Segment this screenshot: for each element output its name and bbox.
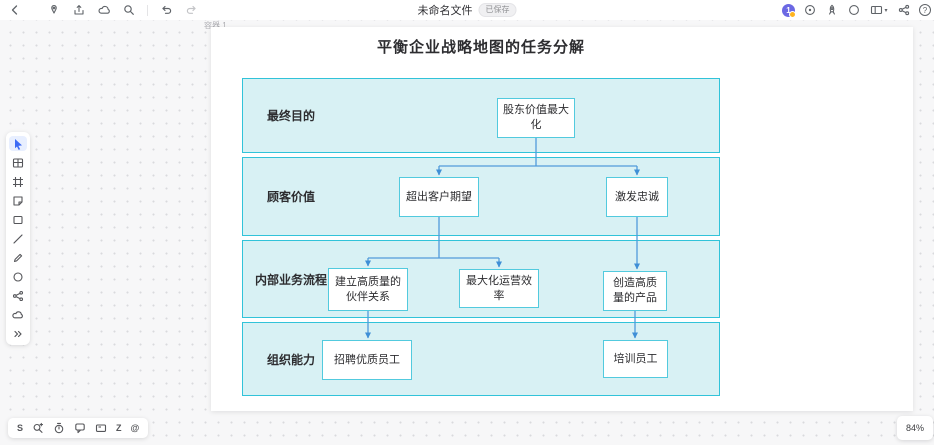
share-icon[interactable] — [897, 3, 911, 17]
shape-tool[interactable] — [9, 212, 27, 227]
top-bar: 未命名文件 已保存 1 ▾ ? — [0, 0, 934, 20]
bottom-toolbar: S Z @ — [8, 418, 149, 438]
top-bar-right-group: 1 ▾ ? — [782, 0, 931, 20]
band-label: 最终目的 — [266, 109, 315, 123]
ellipse-tool[interactable] — [9, 269, 27, 284]
node-quality-products[interactable]: 创造高质量的产品 — [603, 271, 667, 311]
comment-bubble-icon[interactable] — [847, 3, 861, 17]
export-icon[interactable] — [72, 3, 86, 17]
resource-cloud-tool[interactable] — [9, 307, 27, 322]
help-icon[interactable]: ? — [919, 4, 931, 16]
node-operational-efficiency[interactable]: 最大化运营效率 — [459, 269, 539, 308]
pen-tool[interactable] — [9, 250, 27, 265]
canvas[interactable]: 容器 1 平衡企业战略地图的任务分解 最终目的 顾客价值 内部业务流程 组织能力 — [0, 20, 934, 445]
band-label: 组织能力 — [266, 352, 315, 367]
card-icon[interactable] — [95, 422, 107, 434]
node-shareholder-value[interactable]: 股东价值最大化 — [497, 98, 575, 138]
record-icon[interactable] — [803, 3, 817, 17]
connector-tool[interactable] — [9, 288, 27, 303]
node-inspire-loyalty[interactable]: 激发忠诚 — [606, 177, 668, 217]
frame-label: 容器 1 — [204, 21, 227, 30]
select-tool[interactable] — [9, 136, 27, 151]
node-partner-relations[interactable]: 建立高质量的伙伴关系 — [328, 268, 408, 311]
band-label: 顾客价值 — [266, 190, 315, 204]
node-exceed-expectations[interactable]: 超出客户期望 — [399, 177, 479, 217]
sticky-note-tool[interactable] — [9, 193, 27, 208]
file-name[interactable]: 未命名文件 — [417, 5, 473, 17]
mention-icon[interactable]: @ — [130, 423, 140, 433]
search-icon[interactable] — [122, 3, 136, 17]
z-order-icon[interactable]: Z — [116, 423, 122, 433]
cloud-icon[interactable] — [97, 3, 111, 17]
top-bar-center-group: 未命名文件 已保存 — [418, 0, 517, 20]
ai-assistant-icon[interactable]: S — [17, 423, 24, 433]
back-icon[interactable] — [8, 3, 22, 17]
more-tools[interactable] — [9, 326, 27, 341]
top-bar-left-group — [8, 0, 198, 20]
chevron-down-icon: ▾ — [884, 7, 888, 14]
band-label: 内部业务流程 — [254, 272, 327, 287]
zoom-level[interactable]: 84% — [897, 416, 933, 440]
save-status-badge: 已保存 — [478, 3, 517, 17]
toolbar-divider — [147, 4, 148, 16]
redo-icon[interactable] — [184, 3, 198, 17]
table-tool[interactable] — [9, 155, 27, 170]
layout-icon[interactable]: ▾ — [869, 3, 889, 17]
left-toolbar — [6, 132, 30, 345]
frame-tool[interactable] — [9, 174, 27, 189]
magic-search-icon[interactable] — [32, 422, 44, 434]
avatar[interactable]: 1 — [782, 3, 796, 18]
band-final-goal[interactable]: 最终目的 — [242, 78, 720, 153]
timer-icon[interactable] — [53, 422, 65, 434]
line-tool[interactable] — [9, 231, 27, 246]
node-recruit-employees[interactable]: 招聘优质员工 — [322, 340, 412, 380]
rocket-icon[interactable] — [825, 3, 839, 17]
comment-icon[interactable] — [74, 422, 86, 434]
pin-icon[interactable] — [47, 3, 61, 17]
undo-icon[interactable] — [159, 3, 173, 17]
diagram-title[interactable]: 平衡企业战略地图的任务分解 — [376, 39, 585, 56]
node-train-employees[interactable]: 培训员工 — [603, 340, 668, 378]
artboard-page: 平衡企业战略地图的任务分解 最终目的 顾客价值 内部业务流程 组织能力 — [211, 27, 913, 411]
